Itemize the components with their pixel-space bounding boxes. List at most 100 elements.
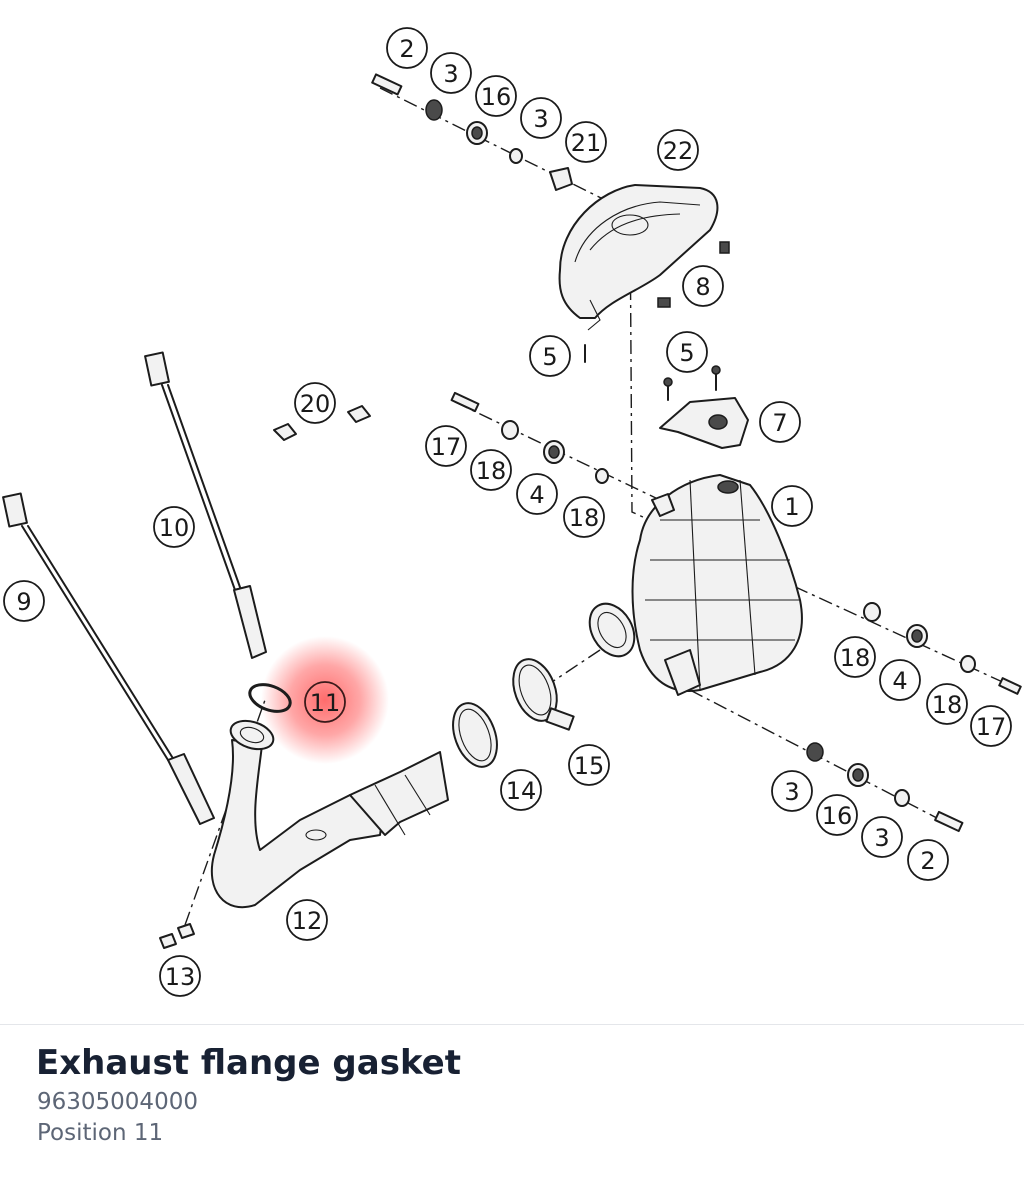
- callout-number: 7: [772, 409, 787, 437]
- callout-circle: [475, 75, 517, 117]
- callout-number: 3: [533, 105, 548, 133]
- callout-17[interactable]: 17: [425, 425, 467, 467]
- callout-circle: [294, 382, 336, 424]
- callout-circle: [304, 681, 346, 723]
- callout-18[interactable]: 18: [563, 496, 605, 538]
- callout-circle: [386, 27, 428, 69]
- callout-number: 13: [165, 963, 196, 991]
- callout-number: 2: [920, 847, 935, 875]
- callout-number: 16: [822, 802, 853, 830]
- part-info-panel: Exhaust flange gasket 96305004000 Positi…: [0, 1024, 1024, 1178]
- callout-circle: [470, 449, 512, 491]
- callout-3[interactable]: 3: [430, 52, 472, 94]
- callout-8[interactable]: 8: [682, 265, 724, 307]
- part-position: Position 11: [37, 1120, 164, 1146]
- callout-number: 3: [874, 824, 889, 852]
- middle-bolt-stack: [450, 391, 609, 484]
- callout-circle: [771, 485, 813, 527]
- heat-shield-part-22: [558, 184, 730, 363]
- callout-22[interactable]: 22: [657, 129, 699, 171]
- callout-9[interactable]: 9: [3, 580, 45, 622]
- callout-circle: [529, 335, 571, 377]
- callout-number: 5: [679, 339, 694, 367]
- callout-circle: [970, 705, 1012, 747]
- upper-bolt-stack: [371, 73, 573, 191]
- callout-circle: [907, 839, 949, 881]
- callout-circle: [861, 816, 903, 858]
- part-number: 96305004000: [37, 1089, 198, 1115]
- callout-number: 18: [932, 691, 963, 719]
- callout-1[interactable]: 1: [771, 485, 813, 527]
- callout-circle: [516, 473, 558, 515]
- callout-18[interactable]: 18: [834, 636, 876, 678]
- callout-2[interactable]: 2: [386, 27, 428, 69]
- callout-number: 10: [159, 514, 190, 542]
- callout-4[interactable]: 4: [516, 473, 558, 515]
- callout-number: 3: [784, 778, 799, 806]
- callout-circle: [666, 331, 708, 373]
- callout-5[interactable]: 5: [529, 335, 571, 377]
- callout-5[interactable]: 5: [666, 331, 708, 373]
- callout-number: 12: [292, 907, 323, 935]
- clamp-part-14: [452, 702, 498, 768]
- callout-circle: [425, 425, 467, 467]
- callout-number: 16: [481, 83, 512, 111]
- callout-number: 17: [976, 713, 1007, 741]
- clamp-part-15: [512, 658, 575, 731]
- callout-circle: [816, 794, 858, 836]
- callout-15[interactable]: 15: [568, 744, 610, 786]
- callout-number: 14: [506, 777, 537, 805]
- callout-3[interactable]: 3: [520, 97, 562, 139]
- callout-2[interactable]: 2: [907, 839, 949, 881]
- callout-13[interactable]: 13: [159, 955, 201, 997]
- callout-10[interactable]: 10: [153, 506, 195, 548]
- callout-3[interactable]: 3: [771, 770, 813, 812]
- callout-16[interactable]: 16: [816, 794, 858, 836]
- callout-number: 4: [892, 667, 907, 695]
- callout-7[interactable]: 7: [759, 401, 801, 443]
- callout-circle: [500, 769, 542, 811]
- callout-circle: [879, 659, 921, 701]
- callout-circle: [771, 770, 813, 812]
- callout-20[interactable]: 20: [294, 382, 336, 424]
- callout-circle: [563, 496, 605, 538]
- callout-number: 9: [16, 588, 31, 616]
- oxygen-sensor-part-10: [144, 351, 267, 659]
- callout-circle: [159, 955, 201, 997]
- part-name: Exhaust flange gasket: [36, 1043, 461, 1083]
- callout-number: 17: [431, 433, 462, 461]
- oxygen-sensor-part-9: [2, 492, 215, 825]
- callout-21[interactable]: 21: [565, 121, 607, 163]
- exhaust-flange-gasket-part-11: [248, 683, 292, 713]
- bracket-part-7: [659, 365, 749, 449]
- callout-number: 4: [529, 481, 544, 509]
- callout-4[interactable]: 4: [879, 659, 921, 701]
- callout-number: 21: [571, 129, 602, 157]
- callout-11[interactable]: 11: [304, 681, 346, 723]
- callout-number: 1: [784, 493, 799, 521]
- callout-circle: [759, 401, 801, 443]
- callout-circle: [153, 506, 195, 548]
- callout-number: 5: [542, 343, 557, 371]
- callout-number: 2: [399, 35, 414, 63]
- callout-17[interactable]: 17: [970, 705, 1012, 747]
- callout-18[interactable]: 18: [470, 449, 512, 491]
- callout-circle: [834, 636, 876, 678]
- callout-circle: [430, 52, 472, 94]
- callout-number: 18: [569, 504, 600, 532]
- callout-circle: [568, 744, 610, 786]
- highlight-glow: [261, 636, 389, 764]
- callout-circle: [565, 121, 607, 163]
- callout-18[interactable]: 18: [926, 683, 968, 725]
- muffler-part-1: [588, 474, 803, 696]
- right-bolt-stack: [863, 602, 1022, 695]
- callout-16[interactable]: 16: [475, 75, 517, 117]
- callout-14[interactable]: 14: [500, 769, 542, 811]
- callout-number: 15: [574, 752, 605, 780]
- callout-12[interactable]: 12: [286, 899, 328, 941]
- callout-3[interactable]: 3: [861, 816, 903, 858]
- callout-number: 8: [695, 273, 710, 301]
- clips-part-20: [273, 405, 371, 441]
